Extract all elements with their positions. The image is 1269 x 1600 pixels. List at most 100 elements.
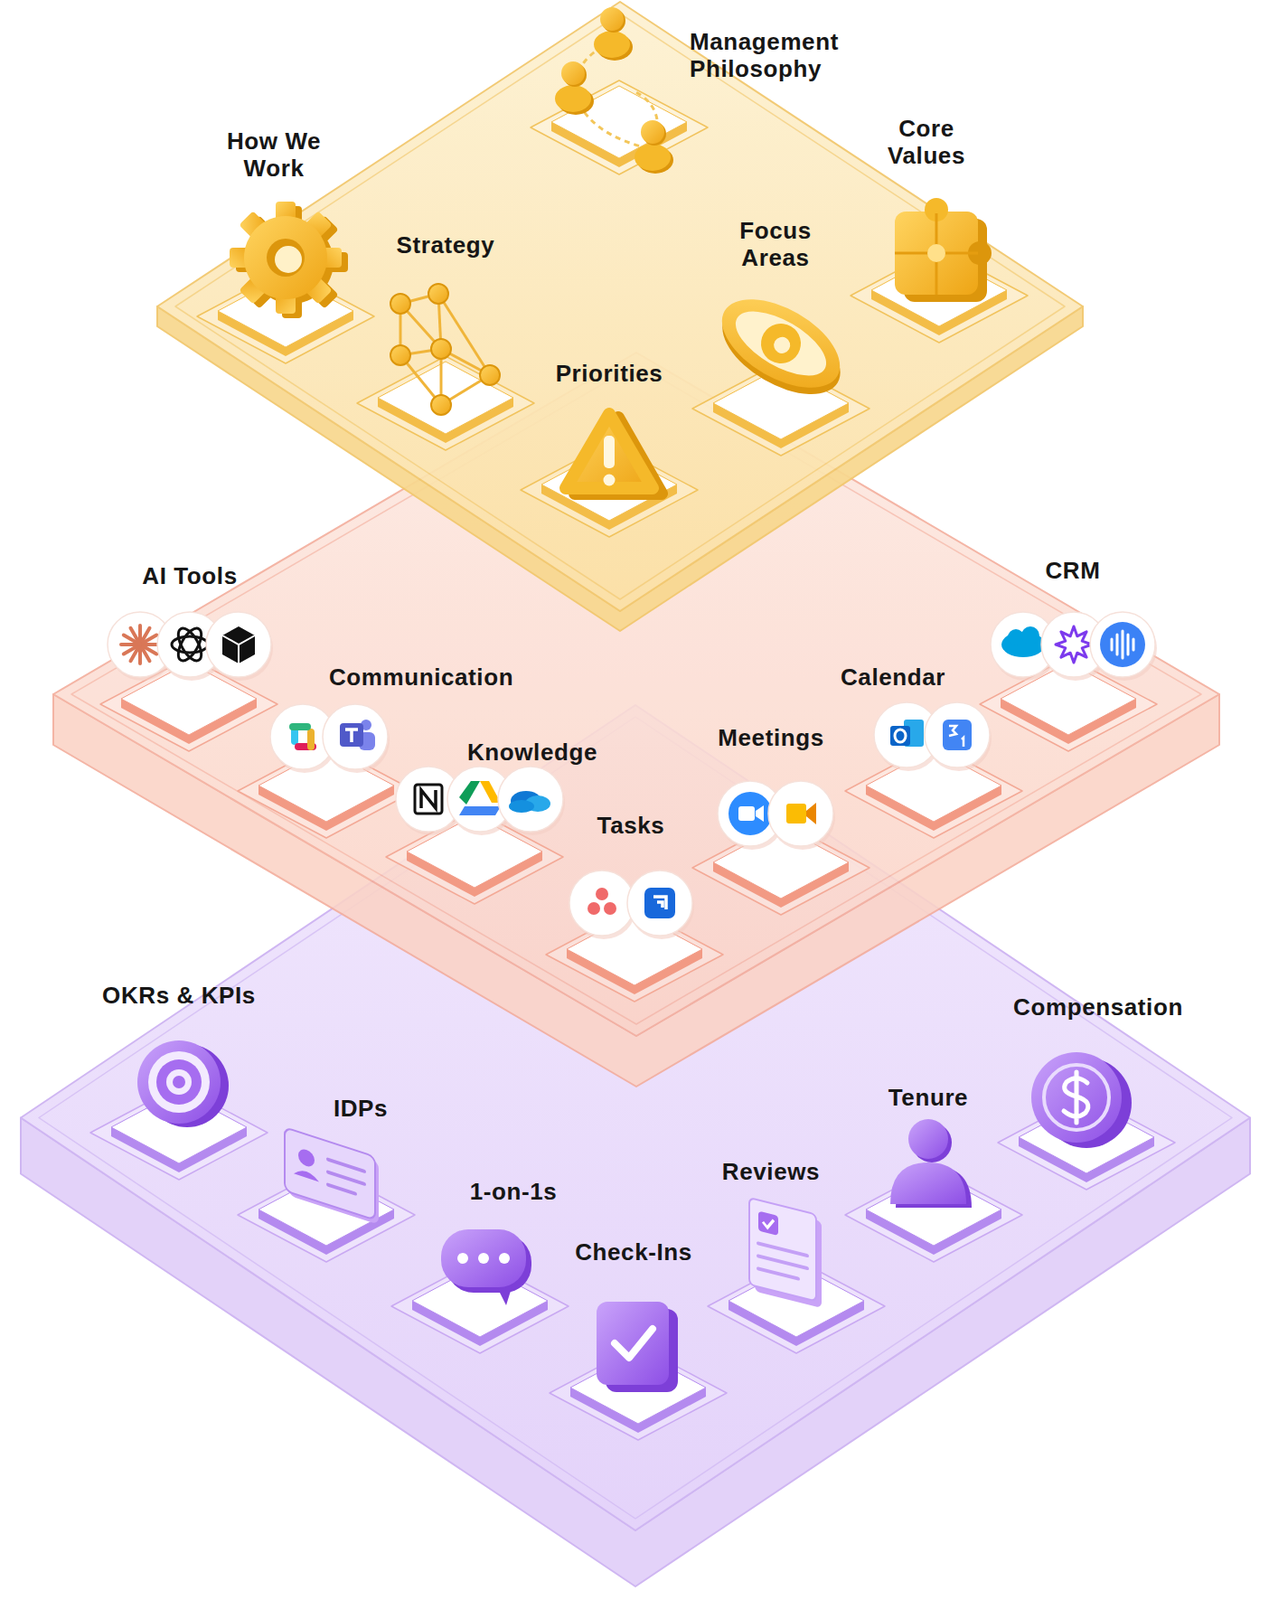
tile-label-node: IDPs (333, 1095, 388, 1123)
audio-disc (1099, 621, 1146, 668)
asana-dot (595, 887, 609, 901)
app-logo (942, 719, 972, 751)
onedrive-cloud (508, 799, 535, 813)
audio-bar (1121, 630, 1125, 658)
eye-pupil (770, 334, 794, 358)
person-head (600, 7, 624, 31)
tile-label-node: Focus Areas (716, 217, 835, 273)
layer-inset (175, 13, 1065, 600)
tile-label: Tasks (597, 812, 666, 840)
app-logo (289, 723, 317, 751)
tile-label-node: Tasks (597, 812, 666, 840)
tile-label-node: CRM (1044, 557, 1100, 585)
target-center (172, 1075, 186, 1089)
teams-square (339, 723, 364, 747)
layer-slab (53, 352, 1220, 1087)
doc-face (749, 1197, 817, 1301)
bubble-face (441, 1229, 527, 1288)
meet-lens (806, 802, 817, 825)
zoom-disc (728, 791, 772, 836)
network-dot (428, 283, 449, 304)
puzzle-face (894, 211, 978, 295)
network-dot (431, 338, 452, 359)
tile-label-node: Priorities (555, 360, 664, 388)
salesforce-cloud (1021, 626, 1040, 645)
teams-mark (345, 729, 358, 743)
tile-label: Reviews (722, 1158, 820, 1186)
person-head (561, 61, 585, 85)
card-face (284, 1127, 376, 1220)
doc-lines (758, 1243, 808, 1281)
tile-label: Compensation (1013, 994, 1184, 1022)
doc-check (762, 1217, 774, 1230)
openai-loop (173, 624, 207, 665)
coin-symbol (1063, 1071, 1089, 1123)
audio-bar (1127, 634, 1130, 655)
tenure-person-icon (890, 1118, 972, 1208)
tile-label: OKRs & KPIs (102, 982, 256, 1010)
network-icon (390, 283, 500, 415)
network-link (438, 293, 490, 376)
person-head (908, 1118, 949, 1159)
openai-loop (173, 624, 207, 665)
logo-badge (322, 704, 388, 770)
network-dot (390, 293, 411, 314)
tile-label: AI Tools (141, 563, 237, 591)
target-ring (137, 1040, 221, 1124)
jira-square (644, 887, 676, 919)
warning-icon (565, 413, 662, 494)
tile-label-node: Management Philosophy (689, 28, 880, 84)
check-mark (614, 1328, 653, 1358)
puzzle-hole (927, 244, 946, 263)
tile-label: Check-Ins (574, 1239, 693, 1267)
app-logo (786, 802, 817, 825)
network-dot (390, 345, 411, 366)
target-ring (148, 1051, 210, 1113)
outlook-mark (894, 729, 906, 743)
notion-frame (414, 784, 442, 814)
card-photo (293, 1166, 320, 1182)
tile-label-node: Reviews (722, 1158, 820, 1186)
tile-label: IDPs (333, 1095, 388, 1123)
eye-white (725, 298, 837, 388)
gear-hole-rim (266, 238, 305, 277)
app-logo (890, 719, 924, 747)
tile-label-node: Calendar (840, 664, 946, 692)
person-body (593, 30, 630, 58)
tile-label-node: Communication (329, 664, 514, 692)
app-logo (1099, 621, 1146, 668)
tile-label: Communication (329, 664, 514, 692)
tile-label-node: AI Tools (141, 563, 237, 591)
card-lines (328, 1159, 365, 1197)
tile-face (551, 85, 687, 159)
tile-label: 1-on-1s (470, 1178, 558, 1206)
tile-label-node: Meetings (717, 724, 824, 752)
tile-ring (357, 356, 535, 451)
idp-card-icon (284, 1127, 379, 1225)
tile-label-node: 1-on-1s (470, 1178, 558, 1206)
openai-loop (171, 636, 208, 653)
gear-hole (274, 245, 302, 273)
gcal-mark (949, 725, 964, 747)
tile (530, 80, 708, 175)
logo-badge (206, 611, 272, 677)
tile-face (377, 361, 514, 434)
puzzle-seam (894, 213, 978, 295)
doc-checkbox (758, 1211, 779, 1236)
layer-slab (157, 1, 1083, 631)
app-logo (587, 887, 617, 915)
app-logo (171, 624, 208, 665)
logo-badge (627, 870, 693, 936)
zoom-lens (755, 805, 764, 822)
meet-camera (786, 803, 807, 824)
tile-label-node: Compensation (1013, 994, 1184, 1022)
outlook-front (890, 725, 911, 746)
tile-label-node: Check-Ins (574, 1239, 693, 1267)
layer-inset (71, 364, 1202, 1025)
app-logo (728, 791, 772, 836)
bubble-dot (457, 1252, 469, 1264)
tile-label: Focus Areas (716, 217, 835, 273)
coin-rim (1043, 1064, 1110, 1130)
cube-logo (222, 626, 255, 664)
logo-badge (768, 780, 834, 846)
